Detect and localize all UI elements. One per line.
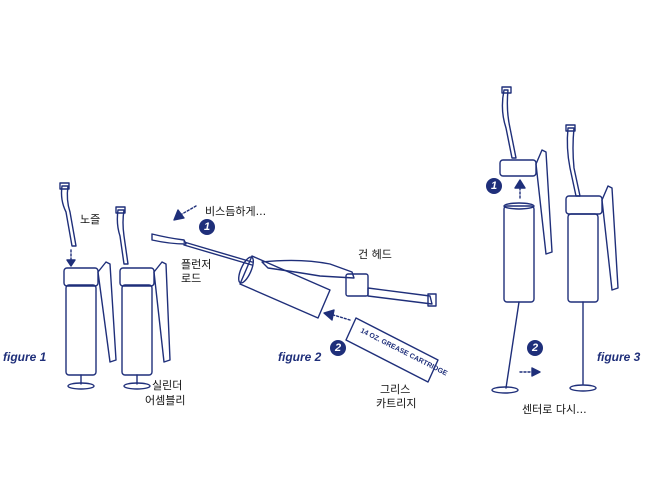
figure-1-caption: figure 1	[3, 350, 47, 364]
fig3-gun-right	[565, 124, 619, 392]
fig2-cartridge	[345, 317, 439, 383]
fig2-insert-arrow	[323, 309, 351, 321]
plunger-label-line1: 플런저	[181, 258, 212, 271]
twist-label: 비스듬하게...	[205, 205, 267, 218]
fig3-right-arrow	[519, 367, 541, 377]
fig1-nozzle	[59, 182, 77, 247]
grease-label-line1: 그리스	[380, 383, 411, 396]
fig2-step-2-badge: 2	[330, 340, 346, 356]
gun-head-label: 건 헤드	[358, 248, 392, 261]
cylinder-label-line2: 어셈블리	[145, 394, 186, 407]
fig2-cylinder	[238, 255, 331, 319]
fig3-gun-left	[491, 86, 553, 394]
fig2-plunger-rod	[151, 233, 253, 266]
figure-3-caption: figure 3	[597, 350, 641, 364]
fig2-step-1-badge: 1	[199, 219, 215, 235]
fig2-twist-arrow	[173, 205, 197, 221]
nozzle-label: 노즐	[80, 213, 101, 226]
fig3-step-1-badge: 1	[486, 178, 502, 194]
fig1-arrow-down	[66, 249, 76, 267]
fig2-gun-head	[261, 259, 437, 307]
fig3-up-arrow	[514, 179, 526, 199]
cylinder-label-line1: 실린더	[152, 379, 183, 392]
fig1-gun-left	[63, 261, 117, 390]
center-again-label: 센터로 다시...	[522, 403, 587, 416]
fig3-step-2-badge: 2	[527, 340, 543, 356]
fig1-gun-right	[115, 206, 171, 390]
figure-2-caption: figure 2	[278, 350, 322, 364]
grease-label-line2: 카트리지	[376, 397, 417, 410]
plunger-label-line2: 로드	[181, 272, 202, 285]
